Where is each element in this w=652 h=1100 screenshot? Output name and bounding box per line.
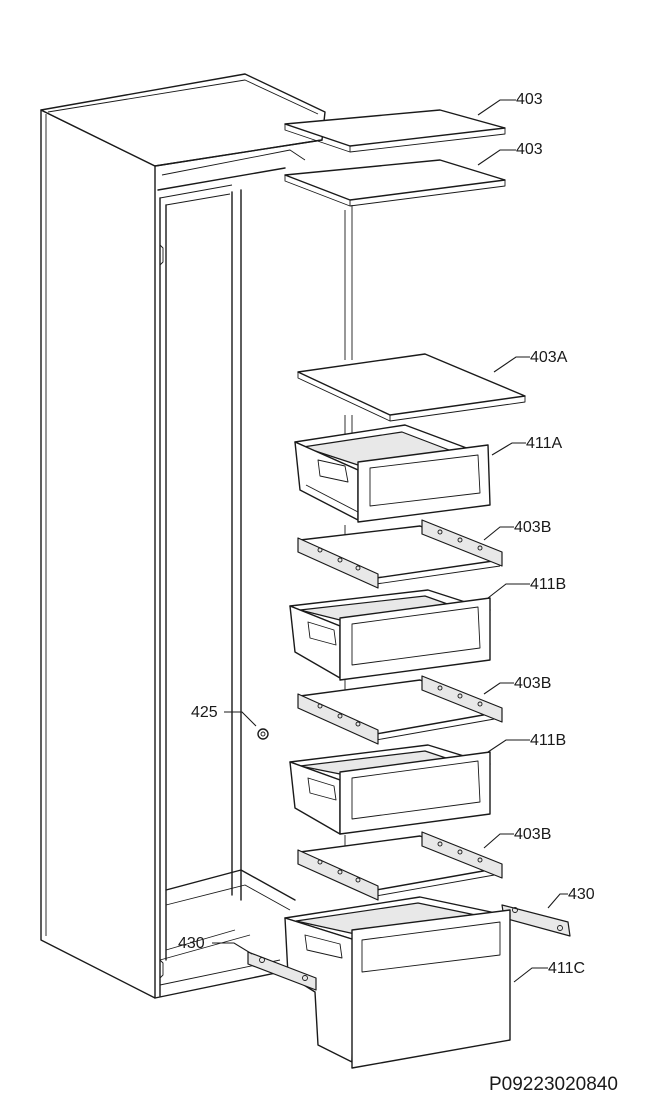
label-430-left: 430 [178, 935, 205, 952]
label-430-right: 430 [568, 886, 595, 903]
label-411A: 411A [526, 435, 563, 452]
part-labels: 403 403 403A 411A 403B 411B 403B 411B 40… [178, 91, 595, 977]
drawer-rail-430-right [501, 904, 571, 937]
label-403A: 403A [530, 349, 568, 366]
drawer-411A [294, 424, 491, 523]
glass-shelf-403-upper [284, 109, 506, 153]
drawer-411C [284, 896, 511, 1069]
label-411B-lower: 411B [530, 732, 566, 749]
leader-lines [212, 99, 568, 983]
shelf-frame-403B-1 [297, 519, 503, 589]
drawer-411B-upper [289, 589, 491, 681]
drawer-rail-430-left [247, 951, 317, 991]
shelf-frame-403B-3 [297, 831, 503, 901]
thermostat-knob-425 [257, 728, 269, 740]
refrigerator-cabinet [40, 73, 353, 999]
label-403B-1: 403B [514, 519, 551, 536]
shelf-frame-403B-2 [297, 675, 503, 745]
label-425: 425 [191, 704, 218, 721]
label-403-lower: 403 [516, 141, 543, 158]
drawer-411B-lower [289, 744, 491, 835]
diagram-code: P09223020840 [489, 1074, 618, 1095]
glass-shelf-403A [297, 353, 526, 422]
glass-shelf-403-lower [284, 159, 506, 207]
label-403B-2: 403B [514, 675, 551, 692]
label-411C: 411C [548, 960, 585, 977]
label-411B-upper: 411B [530, 576, 566, 593]
label-403B-3: 403B [514, 826, 551, 843]
label-403-upper: 403 [516, 91, 543, 108]
